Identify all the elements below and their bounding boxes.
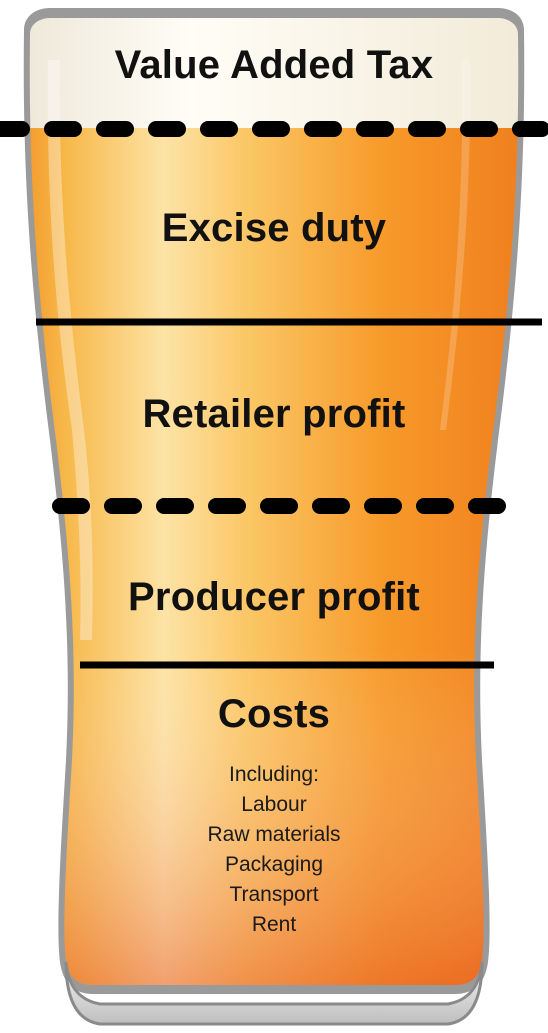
section-label-retailer: Retailer profit xyxy=(142,392,406,436)
costs-item: Raw materials xyxy=(207,823,341,846)
section-label-producer: Producer profit xyxy=(128,575,420,619)
costs-intro: Including: xyxy=(229,763,319,786)
section-label-vat: Value Added Tax xyxy=(114,43,434,87)
costs-item: Labour xyxy=(241,793,307,816)
section-label-costs: Costs xyxy=(217,692,331,736)
section-label-excise: Excise duty xyxy=(161,206,387,250)
costs-list: Including: Labour Raw materials Packagin… xyxy=(0,760,548,940)
costs-item: Packaging xyxy=(224,853,324,876)
costs-item: Transport xyxy=(229,883,319,906)
costs-item: Rent xyxy=(251,913,297,936)
